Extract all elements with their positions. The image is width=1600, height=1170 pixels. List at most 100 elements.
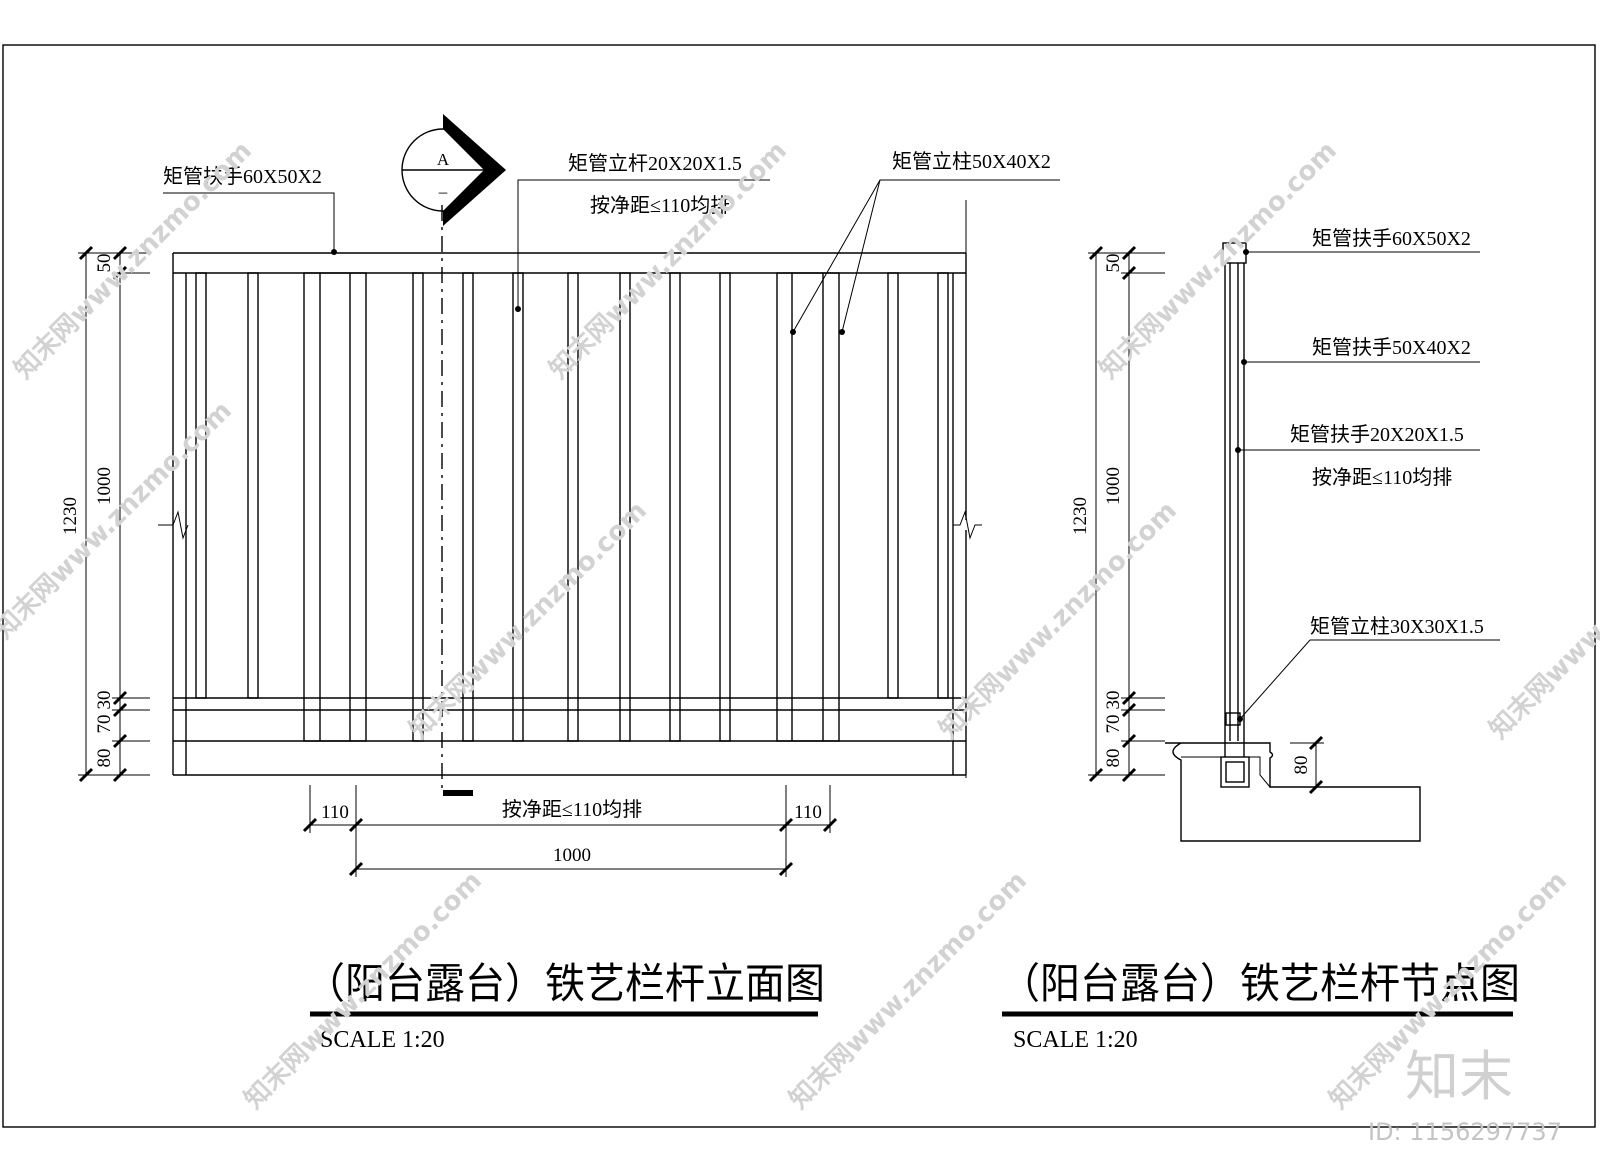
tick [1121, 702, 1137, 718]
detail-vertical-dims: 1230 50 1000 30 70 80 80 [1070, 245, 1324, 795]
leader-post [792, 179, 1060, 333]
dim-70: 70 [94, 715, 115, 734]
tick [78, 245, 94, 261]
dim-spacing-note: 按净距≤110均排 [502, 798, 642, 821]
tick [112, 702, 128, 718]
leader-dot [790, 329, 796, 335]
baluster [512, 272, 524, 742]
detail-drawing: 矩管扶手60X50X2 矩管扶手50X40X2 矩管扶手20X20X1.5 按净… [1000, 227, 1520, 1053]
tick [1121, 690, 1137, 706]
embed-inner [1225, 761, 1245, 783]
section-sheet: – [438, 182, 448, 201]
embed-plate [1220, 756, 1250, 788]
tick [1121, 265, 1137, 281]
leader-dot [1235, 447, 1241, 453]
tick [1308, 735, 1324, 751]
leader-handrail [163, 192, 335, 252]
detail-title: （阳台露台）铁艺栏杆节点图 [1000, 962, 1520, 1008]
detail-label-handrail-top: 矩管扶手60X50X2 [1312, 227, 1471, 250]
baluster [719, 272, 731, 742]
tick [778, 861, 794, 877]
tick [822, 817, 838, 833]
baluster [937, 272, 949, 699]
watermark-logo: 知末 [1405, 1045, 1513, 1108]
watermark-text: 知末网www.znzmo.com [1094, 136, 1343, 385]
dim-30: 30 [1103, 691, 1124, 710]
detail-scale: SCALE 1:20 [1013, 1027, 1138, 1053]
watermark-text: 知末网www.znzmo.com [9, 136, 258, 385]
dim-total: 1230 [60, 497, 81, 535]
post [303, 272, 367, 742]
baluster [567, 272, 579, 742]
leader-baluster [517, 179, 770, 309]
tick [778, 817, 794, 833]
dim-right: 110 [794, 802, 822, 823]
tick [302, 817, 318, 833]
tick [78, 767, 94, 783]
baluster [887, 272, 899, 699]
dim-70: 70 [1103, 715, 1124, 734]
detail-label-handrail-small: 矩管扶手20X20X1.5 [1290, 423, 1464, 446]
leader-dot [1237, 716, 1243, 722]
tick [112, 690, 128, 706]
detail-label-handrail-mid: 矩管扶手50X40X2 [1312, 336, 1471, 359]
watermark-text: 知末网www.znzmo.com [0, 396, 238, 645]
tick [112, 733, 128, 749]
elevation-title: （阳台露台）铁艺栏杆立面图 [305, 961, 825, 1008]
tick [1088, 245, 1104, 261]
leader-dot [1243, 249, 1249, 255]
baluster [247, 272, 259, 699]
leader-dot [839, 329, 845, 335]
section-letter: A [437, 150, 450, 169]
tick [348, 817, 364, 833]
dim-top: 50 [94, 254, 115, 273]
balusters [195, 272, 949, 742]
tick [112, 245, 128, 261]
detail-label-spacing: 按净距≤110均排 [1312, 466, 1452, 489]
baluster [195, 272, 207, 699]
sheet-border [2, 44, 1596, 1128]
tick [1121, 245, 1137, 261]
elevation-vertical-dims: 1230 50 1000 30 70 80 [60, 245, 150, 783]
break-mark [953, 510, 982, 540]
tick [1121, 733, 1137, 749]
post [776, 272, 840, 742]
leader-dot [1241, 359, 1247, 365]
posts [303, 272, 840, 742]
baluster [619, 272, 631, 742]
watermark-text: 知末网www.znzmo.com [934, 496, 1183, 745]
dim-top: 50 [1103, 254, 1124, 273]
label-handrail: 矩管扶手60X50X2 [163, 165, 322, 188]
leader-dot [515, 306, 521, 312]
dim-span: 1000 [553, 845, 591, 866]
dim-80: 80 [94, 749, 115, 768]
dim-left: 110 [321, 802, 349, 823]
leader-post [841, 179, 881, 333]
break-mark [158, 510, 189, 540]
baluster [669, 272, 681, 742]
dim-30: 30 [94, 691, 115, 710]
label-post: 矩管立柱50X40X2 [892, 150, 1051, 173]
detail-label-post: 矩管立柱30X30X1.5 [1310, 615, 1484, 638]
tick [1121, 767, 1137, 783]
label-baluster: 矩管立杆20X20X1.5 [568, 152, 742, 175]
tick [1308, 779, 1324, 795]
dim-mid: 1000 [94, 467, 115, 505]
watermark-text: 知末网www.znzmo.com [1484, 496, 1600, 745]
label-baluster-spacing: 按净距≤110均排 [590, 194, 730, 217]
elevation-horizontal-dims: 110 按净距≤110均排 110 1000 [302, 785, 838, 877]
dim-80: 80 [1103, 749, 1124, 768]
elevation-scale: SCALE 1:20 [320, 1027, 445, 1053]
watermark-image-id: ID: 1156297737 [1368, 1118, 1562, 1146]
leader [1239, 639, 1500, 720]
tick [112, 767, 128, 783]
section-symbol: A – [401, 114, 506, 226]
tick [348, 861, 364, 877]
tick [112, 265, 128, 281]
tick [1088, 767, 1104, 783]
dim-slab: 80 [1291, 756, 1312, 775]
leader-dot [331, 249, 337, 255]
baluster [462, 272, 474, 742]
baluster [412, 272, 424, 742]
